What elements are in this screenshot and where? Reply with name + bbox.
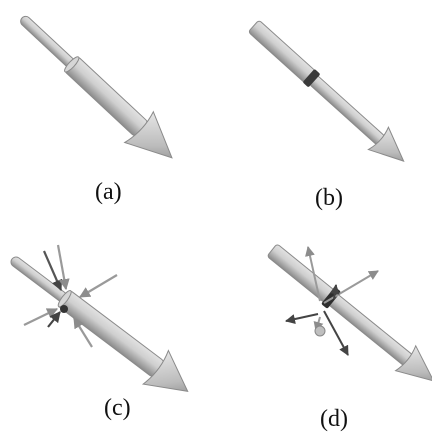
panel-label-d: (d) <box>320 406 348 432</box>
arrow-b-graphic <box>248 20 405 162</box>
vector-arrow <box>79 274 118 298</box>
converging-vectors <box>23 244 118 348</box>
arrow-d-graphic <box>267 244 432 382</box>
vector-arrow <box>323 270 379 304</box>
diverging-vectors <box>285 246 379 356</box>
ring-b <box>303 69 320 87</box>
vector-arrow <box>73 317 93 348</box>
panel-c: (c) <box>0 219 216 438</box>
vector-arrow <box>285 313 319 324</box>
contact-point <box>314 325 326 337</box>
panel-d: (d) <box>216 219 432 438</box>
panel-a: (a) <box>0 0 216 219</box>
panel-label-c: (c) <box>104 395 131 421</box>
vector-arrow <box>42 250 63 292</box>
arrow-c-graphic <box>10 244 189 393</box>
vector-arrow <box>47 311 61 328</box>
vector-arrow <box>323 310 349 356</box>
arrow-a-graphic <box>20 15 173 159</box>
vector-arrow <box>56 244 70 291</box>
panel-b: (b) <box>216 0 432 219</box>
panel-label-a: (a) <box>95 179 122 205</box>
vector-arrow <box>329 284 340 300</box>
contact-point <box>60 305 68 313</box>
panel-label-b: (b) <box>315 185 343 211</box>
vector-arrow <box>305 246 321 302</box>
